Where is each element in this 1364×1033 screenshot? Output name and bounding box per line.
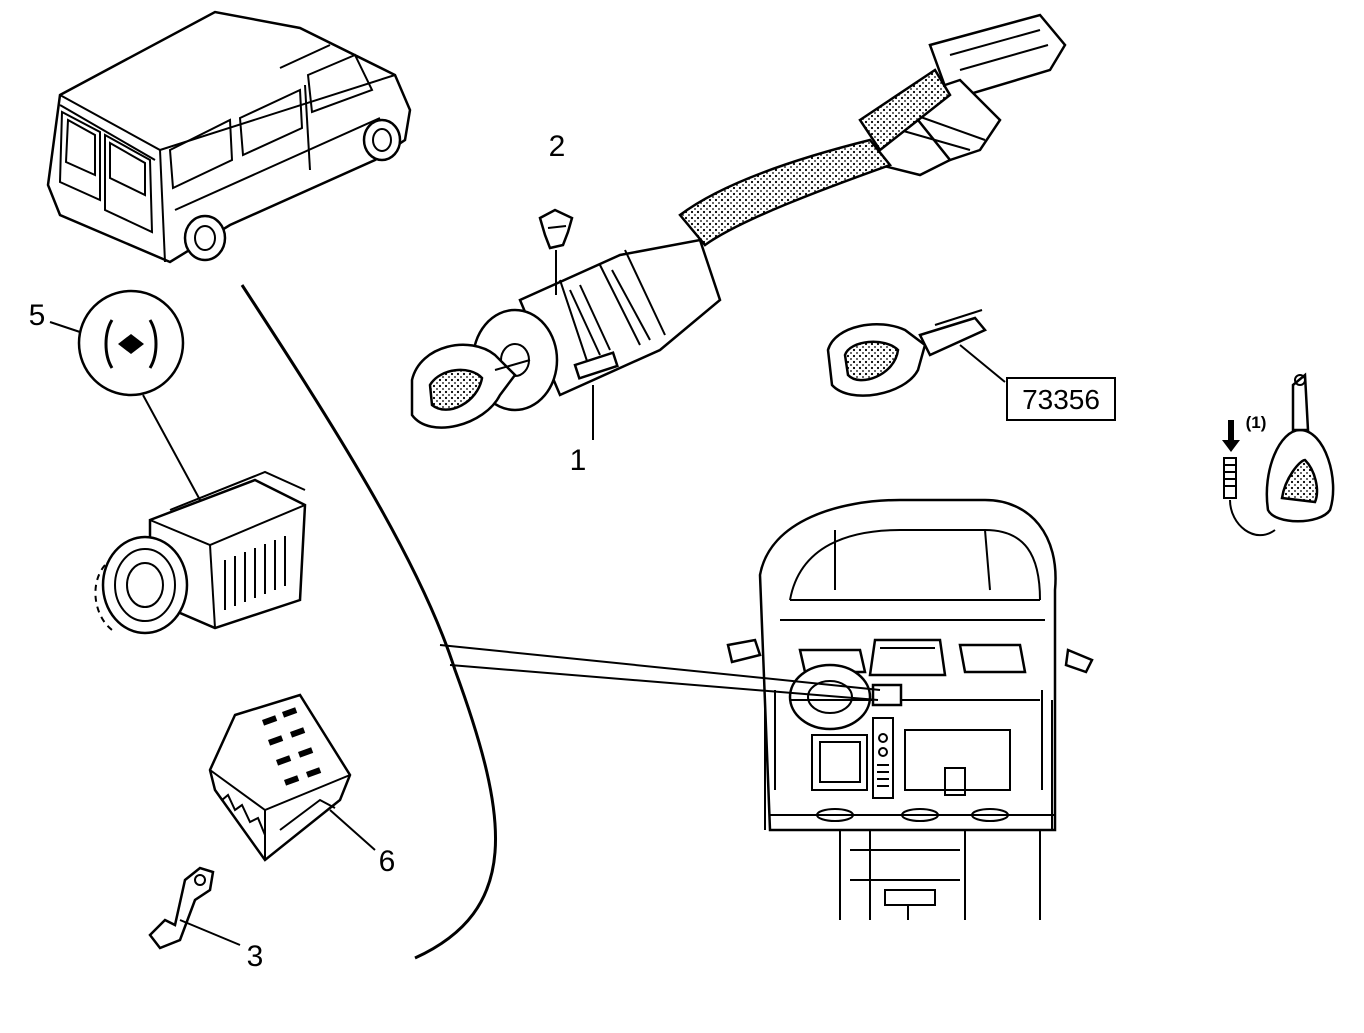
key-with-tag: [1222, 372, 1335, 537]
hazard-switch-assembly: [49, 289, 307, 635]
screw-part: [538, 208, 574, 295]
ignition-lock-assembly: [410, 13, 1067, 429]
callout-5: 5: [29, 299, 46, 332]
remote-key: [826, 309, 1006, 397]
arrow-down-icon: [1222, 420, 1240, 452]
note-marker: (1): [1246, 413, 1267, 432]
symbol-icon: [104, 319, 158, 369]
reference-box: [1006, 377, 1116, 421]
callout-1: 1: [570, 444, 587, 477]
switch-fins: [224, 536, 286, 610]
van-illustration: [46, 10, 412, 264]
divider-curve: [240, 284, 498, 960]
block-slots: [261, 707, 322, 786]
callout-2: 2: [549, 130, 566, 163]
reference-number: 73356: [1022, 384, 1100, 415]
callout-3: 3: [247, 940, 264, 973]
pointer-line-top: [439, 644, 881, 691]
barrel-ribs: [569, 269, 651, 356]
module-block: [208, 693, 376, 862]
clip-part: [148, 866, 241, 950]
callout-6: 6: [379, 845, 396, 878]
pointer-line-bottom: [449, 664, 879, 701]
dashboard-illustration: [726, 498, 1094, 920]
